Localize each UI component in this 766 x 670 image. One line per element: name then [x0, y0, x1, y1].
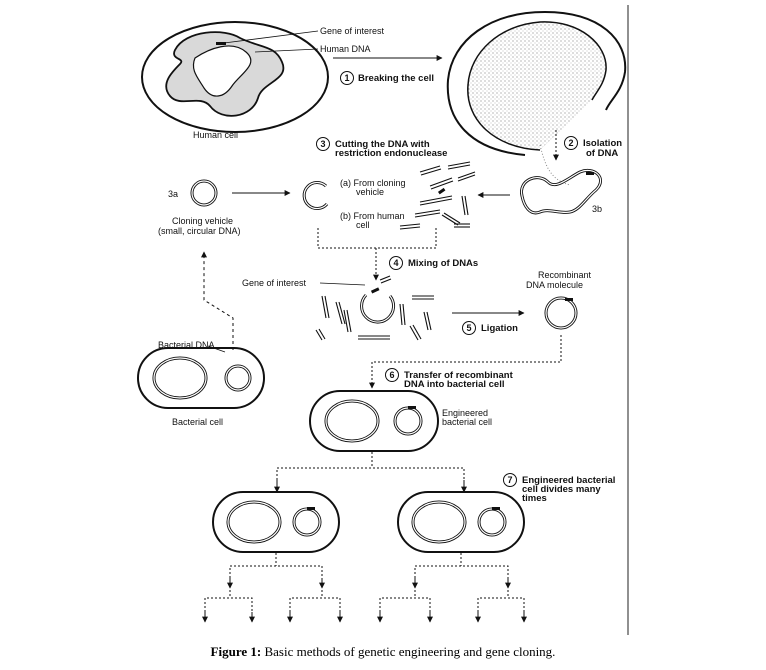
step-7-number: 7: [508, 475, 513, 485]
step-2-text-1: Isolation: [583, 138, 622, 149]
arrow-bacterial-to-vehicle: [201, 251, 234, 350]
recombinant-label-1: Recombinant: [538, 270, 592, 280]
step-2-number: 2: [569, 138, 574, 148]
gene-of-interest-mid-label: Gene of interest: [242, 278, 307, 288]
gene-fragment: [437, 187, 446, 195]
from-cloning-label-1: (a) From cloning: [340, 178, 406, 188]
arrow-step-6: [369, 335, 562, 389]
from-cloning-label-2: vehicle: [356, 187, 384, 197]
cut-plasmid: [302, 181, 329, 211]
engineered-bacterial-cell: [309, 390, 439, 452]
human-cell: [141, 21, 329, 133]
bacterial-cell-label: Bacterial cell: [172, 417, 223, 427]
step-6-text-2: DNA into bacterial cell: [404, 379, 504, 390]
mixed-dna: [315, 275, 434, 341]
further-division: [204, 553, 525, 612]
step-7-text-3: times: [522, 493, 547, 504]
step-6-number: 6: [390, 370, 395, 380]
daughter-cell-right: [397, 491, 525, 553]
human-cell-label: Human cell: [193, 130, 238, 140]
engineered-label-1: Engineered: [442, 408, 488, 418]
step-6-text-1: Transfer of recombinant: [404, 370, 514, 381]
figure-caption: Figure 1: Basic methods of genetic engin…: [0, 644, 766, 660]
label-3a: 3a: [168, 189, 178, 199]
step-4: 4 Mixing of DNAs: [389, 256, 478, 270]
step-3-text-1: Cutting the DNA with: [335, 139, 430, 150]
caption-text: Basic methods of genetic engineering and…: [261, 644, 556, 659]
cloning-vehicle: [190, 179, 218, 207]
engineered-label-2: bacterial cell: [442, 417, 492, 427]
bacterial-cell: [137, 347, 265, 409]
step-5-text: Ligation: [481, 323, 518, 334]
gene-of-interest-label: Gene of interest: [320, 26, 385, 36]
gene-marker-top: [216, 42, 226, 45]
bacterial-dna-label: Bacterial DNA: [158, 340, 215, 350]
isolated-human-dna: [520, 169, 603, 215]
further-division-arrowheads: [202, 578, 527, 623]
merge-lines: [317, 228, 437, 249]
broken-cell: [446, 10, 627, 186]
step-7: 7 Engineered bacterial cell divides many…: [503, 473, 615, 504]
label-3b: 3b: [592, 204, 602, 214]
cloning-vehicle-label-2: (small, circular DNA): [158, 226, 241, 236]
step-3-number: 3: [321, 139, 326, 149]
dna-fragments: [399, 161, 476, 230]
step-7-text-1: Engineered bacterial: [522, 475, 615, 486]
step-3-text-2: restriction endonuclease: [335, 148, 447, 159]
recombinant-dna: [544, 296, 578, 330]
gene-pointer-mid: [319, 282, 366, 286]
recombinant-label-2: DNA molecule: [526, 280, 583, 290]
from-human-label-2: cell: [356, 220, 370, 230]
division-lines: [276, 452, 465, 488]
human-dna-label: Human DNA: [320, 44, 371, 54]
daughter-cell-left: [212, 491, 340, 553]
step-1: 1 Breaking the cell: [340, 71, 434, 85]
caption-prefix: Figure 1:: [210, 644, 262, 659]
step-2-text-2: of DNA: [586, 148, 618, 159]
from-human-label-1: (b) From human: [340, 211, 405, 221]
step-3: 3 Cutting the DNA with restriction endon…: [316, 137, 447, 159]
step-7-text-2: cell divides many: [522, 484, 601, 495]
step-4-text: Mixing of DNAs: [408, 258, 478, 269]
step-5: 5 Ligation: [462, 321, 518, 335]
step-1-number: 1: [345, 73, 350, 83]
step-2: 2 Isolation of DNA: [564, 136, 622, 159]
step-4-number: 4: [394, 258, 399, 268]
step-5-number: 5: [467, 323, 472, 333]
cloning-vehicle-label-1: Cloning vehicle: [172, 216, 233, 226]
step-1-text: Breaking the cell: [358, 73, 434, 84]
step-6: 6 Transfer of recombinant DNA into bacte…: [385, 368, 514, 390]
